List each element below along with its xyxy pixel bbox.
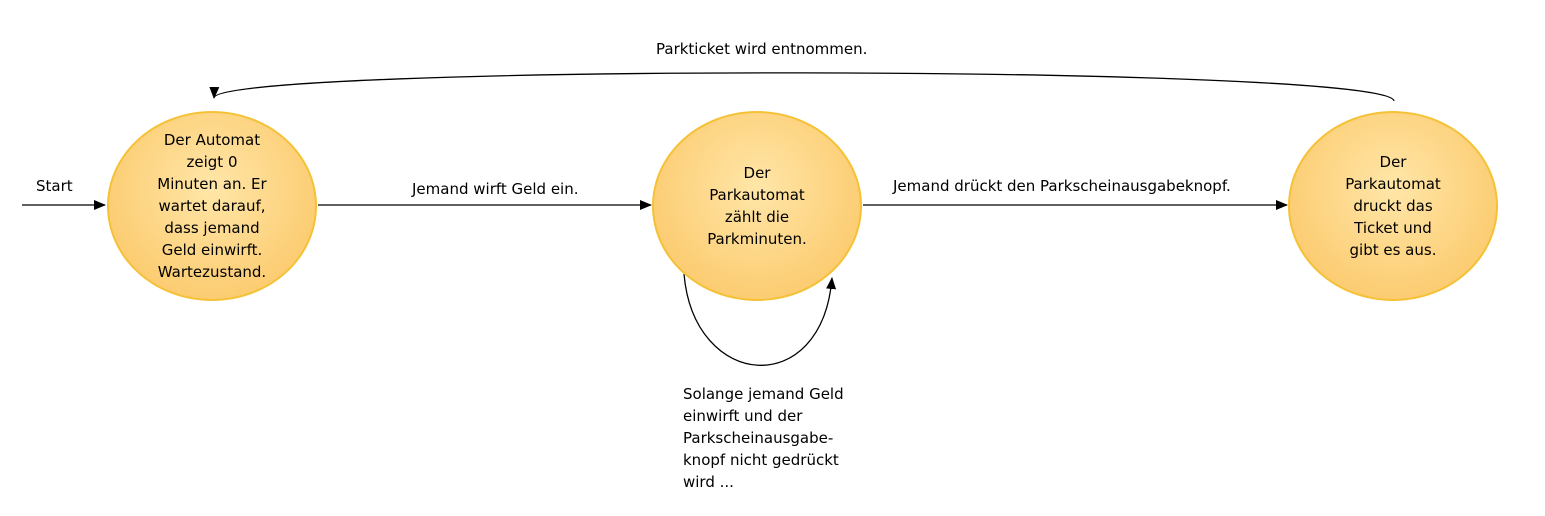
state-counting-text: Der Parkautomat zählt die Parkminuten. xyxy=(707,164,807,248)
state-printing: Der Parkautomat druckt das Ticket und gi… xyxy=(1288,111,1498,301)
state-printing-text: Der Parkautomat druckt das Ticket und gi… xyxy=(1345,153,1441,259)
label-press-button: Jemand drückt den Parkscheinausgabeknopf… xyxy=(893,177,1231,195)
edge-ticket-taken xyxy=(209,72,1395,102)
start-label: Start xyxy=(36,177,73,195)
edge-loop xyxy=(683,273,837,366)
state-counting: Der Parkautomat zählt die Parkminuten. xyxy=(652,111,862,301)
label-insert-money: Jemand wirft Geld ein. xyxy=(412,180,579,198)
label-loop: Solange jemand Geld einwirft und der Par… xyxy=(683,385,844,491)
label-ticket-taken: Parkticket wird entnommen. xyxy=(656,40,868,58)
state-waiting-text: Der Automat zeigt 0 Minuten an. Er warte… xyxy=(157,131,267,281)
state-waiting: Der Automat zeigt 0 Minuten an. Er warte… xyxy=(107,111,317,301)
